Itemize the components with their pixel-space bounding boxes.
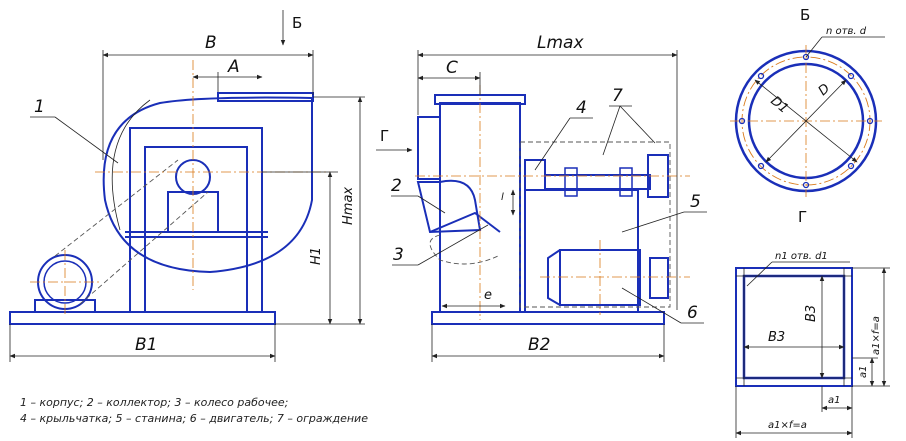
square-flange-inner bbox=[742, 274, 846, 380]
dim-a1-v-label: a1 bbox=[858, 366, 869, 379]
legend-line-1: 1 – корпус; 2 – коллектор; 3 – колесо ра… bbox=[20, 396, 289, 409]
callout-1: 1 bbox=[34, 97, 45, 117]
view-arrow-b: Б bbox=[292, 14, 302, 32]
view-b-flange: Б D1 D n отв. d bbox=[730, 6, 885, 197]
view-arrow-g: Г bbox=[380, 127, 389, 145]
volute-housing bbox=[102, 96, 313, 274]
callout-4: 4 bbox=[576, 98, 587, 118]
dim-a-label: A bbox=[227, 57, 240, 77]
flange-bolt-holes bbox=[738, 53, 874, 189]
dim-b3-v-label: B3 bbox=[804, 305, 819, 322]
frame-inner bbox=[144, 146, 248, 313]
callout-3: 3 bbox=[393, 245, 404, 265]
view-b-title: Б bbox=[800, 6, 810, 24]
dim-l-label: l bbox=[501, 192, 504, 203]
callout-7: 7 bbox=[612, 86, 623, 106]
frame-outer bbox=[129, 127, 263, 313]
square-flange-outer bbox=[735, 267, 853, 387]
dim-b2-label: B2 bbox=[528, 335, 550, 355]
dim-b1-label: B1 bbox=[135, 335, 157, 355]
dim-c-label: C bbox=[446, 58, 458, 78]
dim-a1-h-label: a1 bbox=[828, 395, 841, 406]
dim-lmax-label: Lmax bbox=[537, 33, 584, 53]
front-view: B A Б B1 H1 Hmax 1 bbox=[9, 10, 365, 362]
dim-e-label: e bbox=[484, 288, 492, 303]
volute-inner-curve bbox=[111, 99, 151, 231]
dim-a1xf-h-label: a1×f=a bbox=[768, 420, 807, 431]
dim-a1xf-v-label: a1×f=a bbox=[871, 316, 882, 355]
holes-n1-d1-label: n1 отв. d1 bbox=[775, 251, 828, 262]
holes-n-d-label: n отв. d bbox=[826, 26, 867, 37]
view-g-flange: Г n1 отв. d1 B3 B3 a1×f=a a1 a1 a1×f=a bbox=[735, 208, 890, 438]
dim-hmax-label: Hmax bbox=[341, 187, 356, 225]
dim-h1-label: H1 bbox=[309, 247, 324, 265]
side-base-plate bbox=[431, 311, 665, 325]
callout-6: 6 bbox=[687, 303, 698, 323]
view-g-title: Г bbox=[798, 208, 807, 226]
dim-d1-label: D1 bbox=[767, 94, 791, 117]
dim-b3-h-label: B3 bbox=[768, 330, 785, 345]
impeller-wheel bbox=[429, 211, 501, 233]
callout-5: 5 bbox=[690, 192, 701, 212]
dim-b-label: B bbox=[205, 33, 217, 53]
callout-2: 2 bbox=[391, 176, 402, 196]
collector bbox=[416, 179, 482, 234]
guard-outline bbox=[519, 141, 671, 308]
side-view: Г Lmax C B2 e l 2 3 4 7 bbox=[376, 33, 707, 362]
front-base-plate bbox=[9, 311, 276, 325]
legend-line-2: 4 – крыльчатка; 5 – станина; 6 – двигате… bbox=[20, 412, 368, 425]
